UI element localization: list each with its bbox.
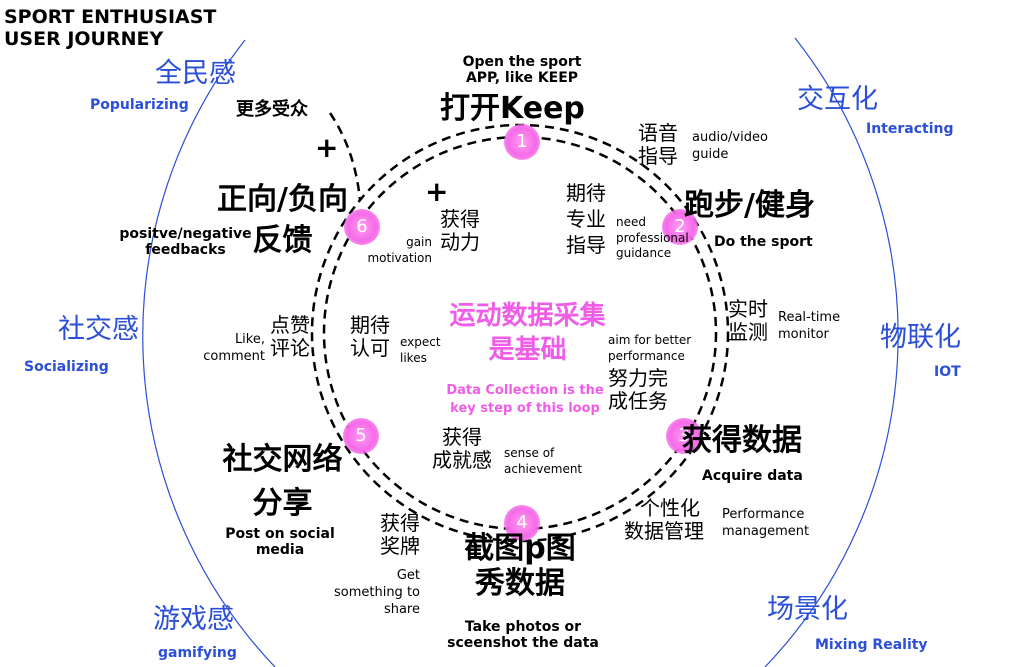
audience-cn: 更多受众 [236,99,308,120]
center-subtitle: Data Collection is the key step of this … [446,383,604,416]
dimension-interacting-en: Interacting [866,121,954,137]
step-1-description: Open the sport APP, like KEEP [462,54,582,87]
diagram-title: SPORT ENTHUSIAST USER JOURNEY [4,6,216,50]
expect-cn: 期待认可 [350,313,390,360]
step-4-description: Take photos or sceenshot the data [447,619,599,652]
step-3-marker: 3 [666,418,702,454]
step-4-marker: 4 [504,505,540,541]
dimension-gamifying-en: gamifying [158,645,237,661]
title-line-1: SPORT ENTHUSIAST [4,6,217,28]
step-1-label: 打开Keep [440,91,585,126]
step-6-marker: 6 [344,209,380,245]
step-2-label: 跑步/健身 [684,188,815,223]
step-5-label: 社交网络 分享 [222,442,343,521]
dimension-socializing-en: Socializing [24,359,109,375]
audience-plus: + [315,131,339,164]
like-cn: 点赞评论 [270,313,310,360]
step-2-marker: 2 [662,209,698,245]
center-title: 运动数据采集 是基础 [449,301,606,365]
step-6-description: positve/negative feedbacks [119,226,252,259]
step-1-marker: 1 [504,124,540,160]
dimension-gamifying-cn: 游戏感 [153,604,234,635]
realtime-cn: 实时监测 [728,297,768,344]
right-arc [764,37,899,667]
dimension-iot-en: IOT [934,364,961,380]
step-6-label: 正向/负向 反馈 [217,182,348,258]
perf-cn: 个性化数据管理 [624,496,704,543]
motivation-plus: + [425,175,449,208]
step-3-description: Acquire data [702,468,803,484]
left-arc [142,39,276,667]
medal-cn: 获得奖牌 [380,511,420,558]
guide-cn: 语音指导 [638,121,678,168]
audience-connector [328,112,362,201]
title-line-2: USER JOURNEY [4,28,164,50]
motivation-cn: 获得动力 [440,207,480,254]
dimension-iot-cn: 物联化 [880,322,961,353]
like-en: Like,comment [203,332,265,364]
step-4-label: 截图p图 秀数据 [464,531,576,601]
step-5-marker: 5 [343,418,379,454]
dimension-interacting-cn: 交互化 [797,84,878,115]
dimension-popularizing-cn: 全民感 [155,58,236,89]
pro-cn: 期待专业指导 [566,181,606,257]
dimension-mixing-reality-en: Mixing Reality [815,637,928,653]
step-2-description: Do the sport [714,234,813,250]
achieve-cn: 获得成就感 [432,425,492,472]
dimension-mixing-reality-cn: 场景化 [767,594,848,625]
step-5-description: Post on social media [225,526,335,559]
dimension-popularizing-en: Popularizing [90,97,189,113]
task-cn: 努力完成任务 [608,366,668,413]
dimension-socializing-cn: 社交感 [58,314,139,345]
step-3-label: 获得数据 [682,423,802,458]
